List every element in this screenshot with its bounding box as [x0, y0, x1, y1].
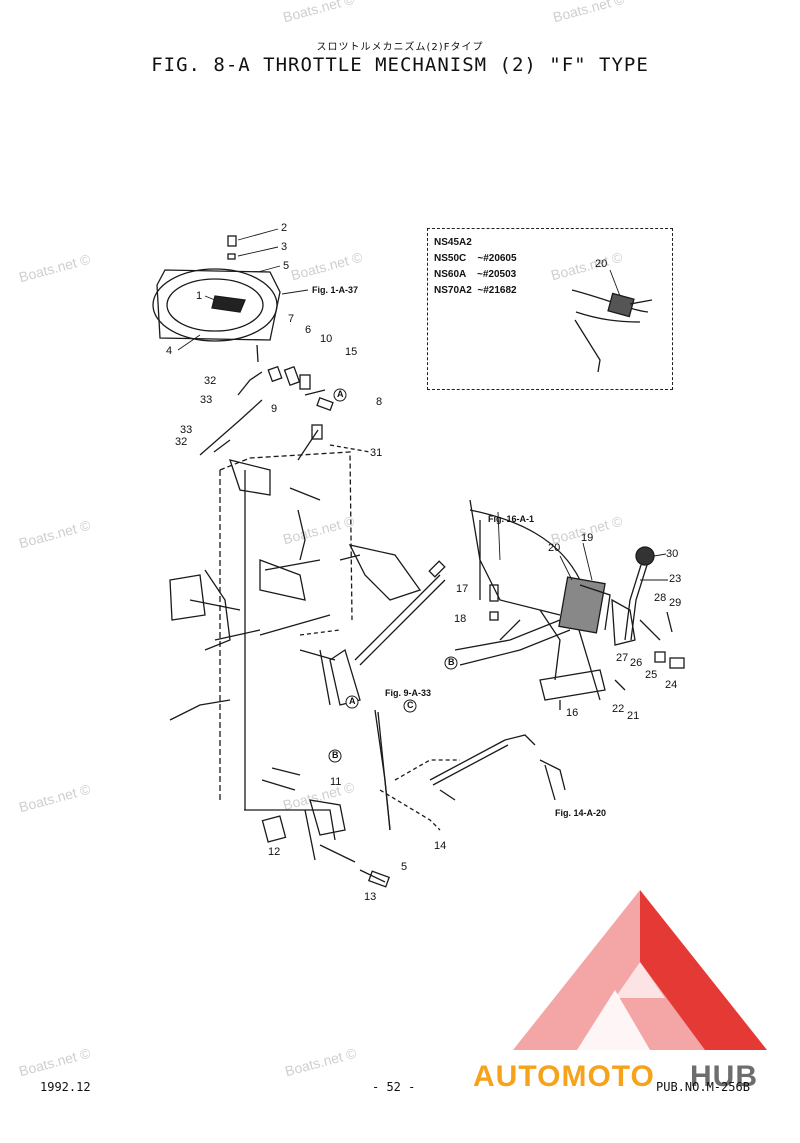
callout-part: 18: [454, 613, 467, 625]
washer-25: [654, 651, 666, 663]
automotohub-logo: [513, 890, 767, 1050]
fig-ref-1a37: Fig. 1-A-37: [312, 285, 359, 295]
marker-a-mid: [345, 695, 359, 709]
callout-part: 21: [627, 710, 640, 722]
marker-b-label: B: [332, 750, 339, 760]
callout-part: 15: [345, 346, 358, 358]
callout-part: 29: [669, 597, 682, 609]
callout-part: 14: [434, 840, 447, 852]
knob-30: [635, 546, 655, 566]
callout-part: 5: [401, 861, 408, 873]
inset-pad-20: [607, 292, 635, 318]
callout-part: 33: [180, 424, 193, 436]
callout-part: 24: [665, 679, 678, 691]
marker-b-right: [444, 656, 458, 670]
bolt-17: [489, 584, 499, 602]
footer-pub-number: PUB.NO.M-256B: [656, 1080, 750, 1094]
inset-model-line: NS60A ~#20503: [434, 269, 517, 280]
bolt-24: [669, 657, 685, 669]
callout-part: 23: [669, 573, 682, 585]
inset-model-line: NS45A2: [434, 237, 472, 248]
callout-part: 25: [645, 669, 658, 681]
callout-part: 10: [320, 333, 333, 345]
footer-page-number: - 52 -: [372, 1080, 416, 1094]
callout-part: 9: [271, 403, 278, 415]
marker-b-label: B: [448, 657, 455, 667]
callout-part: 26: [630, 657, 643, 669]
callout-part: 13: [364, 891, 377, 903]
callout-part: 32: [204, 375, 217, 387]
callout-part: 11: [330, 776, 342, 788]
bracket-16: [539, 669, 606, 701]
ring-bracket: [156, 269, 281, 341]
marker-b-low: [328, 749, 342, 763]
callout-part: 30: [666, 548, 679, 560]
marker-a-label: A: [337, 389, 344, 399]
lever-1: [211, 295, 246, 313]
pad-20: [558, 576, 606, 634]
logo-text-hub: HUB: [690, 1060, 758, 1093]
bolt-13: [367, 870, 391, 888]
marker-c-label: C: [407, 700, 414, 710]
callout-part: 3: [281, 241, 288, 253]
logo-text-automoto: AUTOMOTO: [473, 1060, 655, 1093]
callout-part: 5: [283, 260, 290, 272]
inset-part-label: 20: [595, 258, 608, 270]
fig-ref-14a20: Fig. 14-A-20: [555, 808, 607, 818]
callout-part: 27: [616, 652, 629, 664]
callout-part: 12: [268, 846, 281, 858]
lower-bracket-11: [309, 799, 346, 836]
callout-part: 6: [305, 324, 312, 336]
fig-ref-16a1: Fig. 16-A-1: [488, 514, 535, 524]
collar-12: [261, 815, 287, 843]
callout-part: 7: [288, 313, 295, 325]
callout-part: 1: [196, 290, 203, 302]
japanese-title: スロツトルメカニズム(2)Fタイプ: [316, 42, 484, 53]
callout-part: 17: [456, 583, 469, 595]
callout-part: 8: [376, 396, 383, 408]
callout-part: 4: [166, 345, 173, 357]
marker-a-top: [333, 388, 347, 402]
inset-model-line: NS70A2 ~#21682: [434, 285, 517, 296]
callout-part: 28: [654, 592, 667, 604]
throttle-lever-plate: [348, 544, 422, 601]
callout-part: 16: [566, 707, 579, 719]
model-range-inset: [427, 228, 673, 390]
marker-a-label: A: [349, 696, 356, 706]
callout-part: 19: [581, 532, 594, 544]
footer-date: 1992.12: [40, 1080, 91, 1094]
callout-part: 31: [370, 447, 383, 459]
screw-2: [227, 235, 237, 247]
callout-part: 33: [200, 394, 213, 406]
callout-part: 32: [175, 436, 188, 448]
fig-ref-9a33: Fig. 9-A-33: [385, 688, 432, 698]
callout-part: 2: [281, 222, 288, 234]
figure-title: FIG. 8-A THROTTLE MECHANISM (2) "F" TYPE: [151, 54, 649, 76]
callout-part: 22: [612, 703, 625, 715]
inset-model-line: NS50C ~#20605: [434, 253, 517, 264]
callout-part: 20: [548, 542, 561, 554]
marker-c: [403, 699, 417, 713]
